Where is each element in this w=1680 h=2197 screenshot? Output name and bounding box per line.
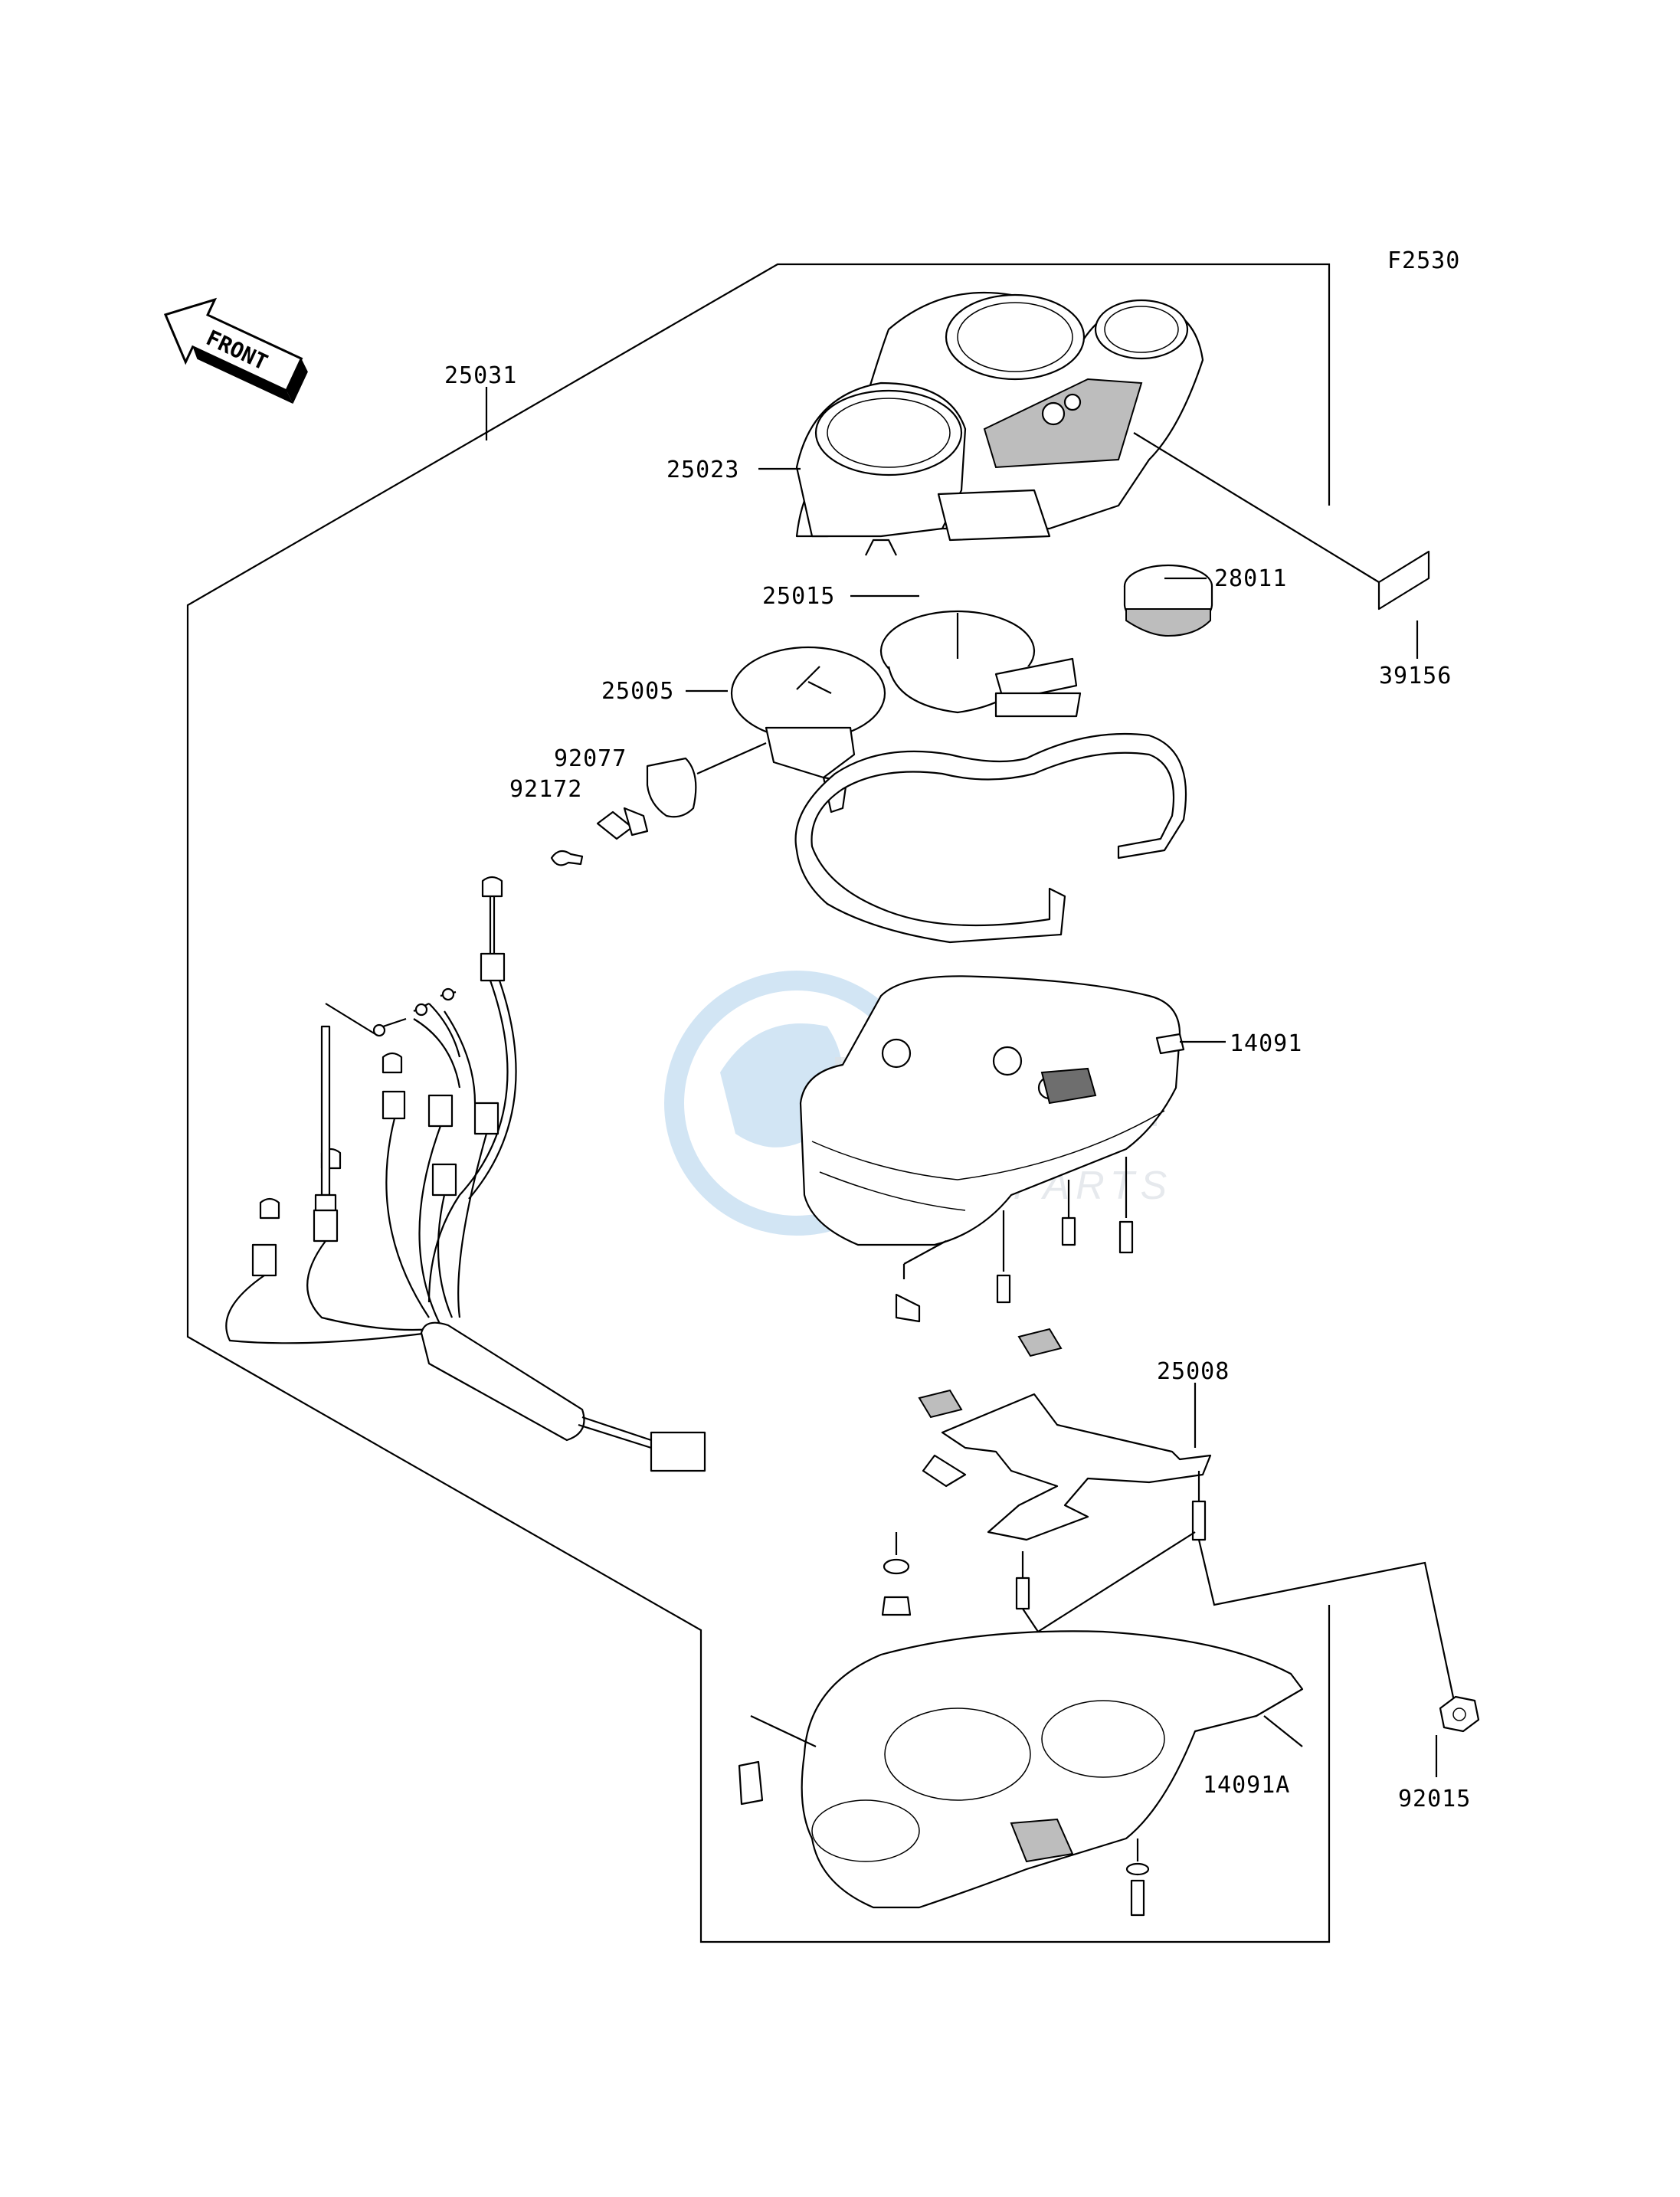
meter-cover [795,291,1204,556]
label-28011: 28011 [1214,565,1287,592]
tachometer-gauge [879,610,1082,718]
case-screws [895,1157,1134,1323]
figure-code: F2530 [1387,247,1460,274]
speedometer-gauge [730,646,886,814]
label-25015: 25015 [762,583,835,610]
label-25023: 25023 [666,457,739,483]
meter-bracket [881,1328,1457,1709]
switch-knob [1123,564,1213,637]
label-14091: 14091 [1230,1030,1302,1057]
label-92015: 92015 [1398,1786,1471,1812]
label-pad [1133,432,1430,611]
wiring-harness [225,876,706,1472]
label-25005: 25005 [601,678,674,705]
meter-case [799,975,1185,1246]
assembly-outline [186,263,1331,1943]
long-bolt [314,1003,376,1212]
label-39156: 39156 [1379,663,1452,689]
label-92172: 92172 [509,776,582,803]
meter-lower-case [738,1630,1304,1917]
label-25008: 25008 [1157,1358,1230,1385]
nut [1439,1695,1480,1733]
gasket-ring [794,732,1187,944]
leader-lines [485,387,1438,1777]
label-92077: 92077 [554,745,627,772]
front-direction-arrow-icon: FRONT [163,297,308,404]
label-25031: 25031 [444,362,517,389]
label-14091A: 14091A [1203,1772,1290,1799]
screw [550,850,584,866]
knob-cap [596,742,767,840]
